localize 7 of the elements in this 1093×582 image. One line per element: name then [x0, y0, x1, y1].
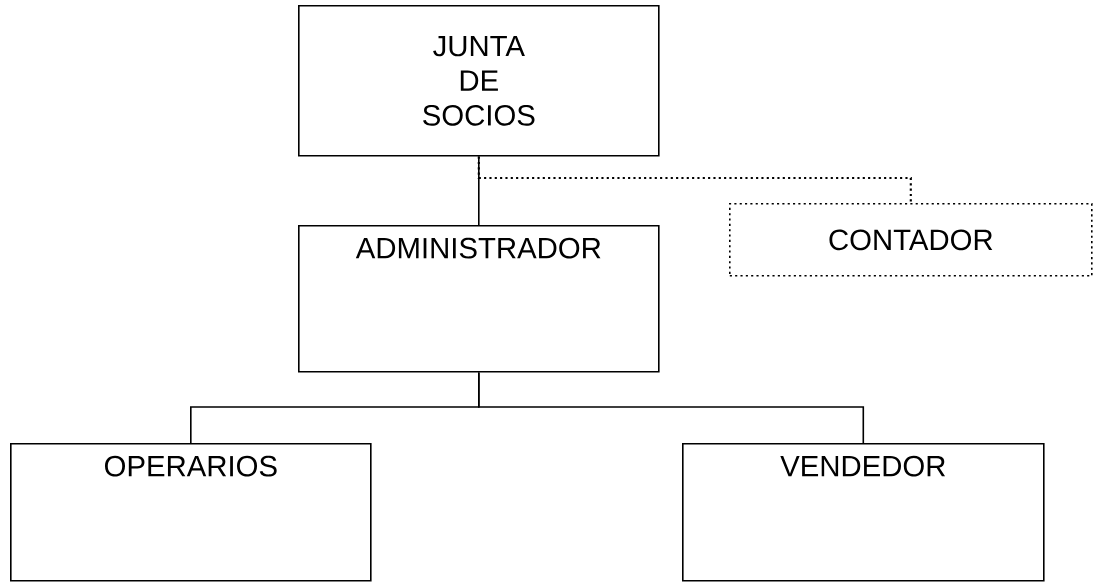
- org-box: JUNTA DE SOCIOS: [298, 5, 660, 157]
- connector-line: [477, 156, 912, 203]
- org-box: ADMINISTRADOR: [298, 225, 660, 373]
- connector-line: [478, 371, 865, 444]
- org-box: VENDEDOR: [682, 443, 1045, 582]
- org-box: OPERARIOS: [10, 443, 372, 582]
- org-box: CONTADOR: [729, 203, 1093, 277]
